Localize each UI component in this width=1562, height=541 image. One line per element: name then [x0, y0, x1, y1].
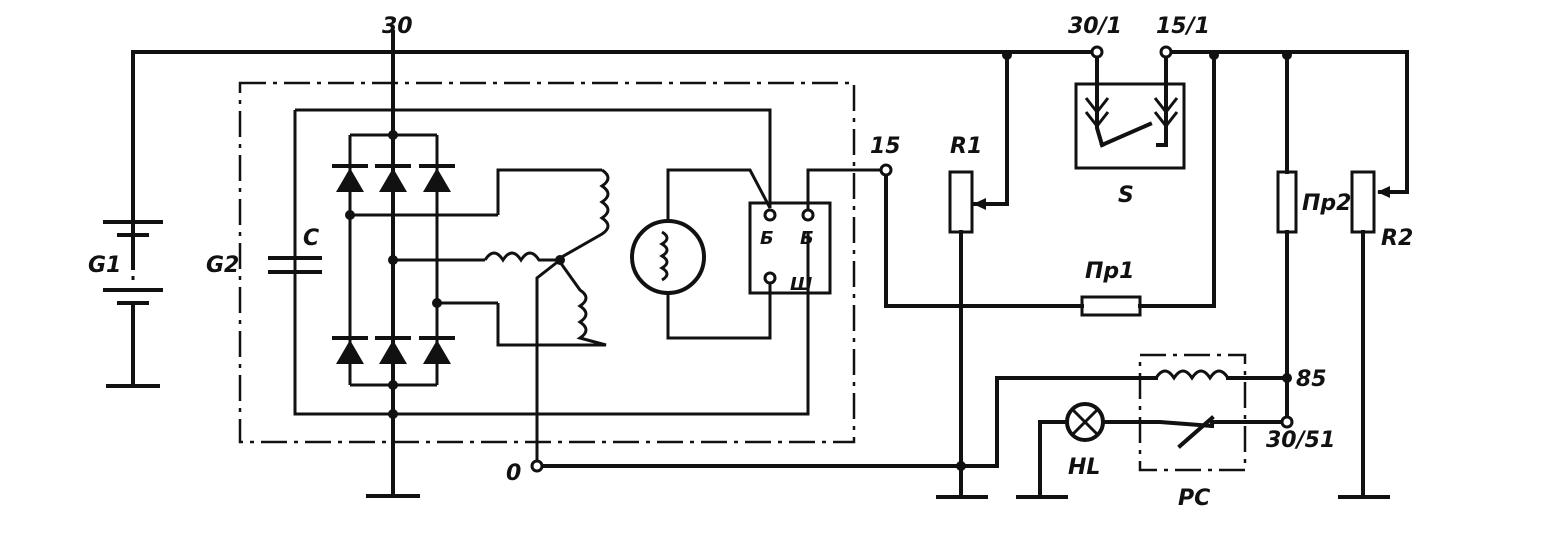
- lamp-hl-label: HL: [1068, 455, 1100, 480]
- lamp-hl: [1016, 402, 1132, 499]
- stator-windings: [483, 168, 610, 466]
- resistor-r2: [1338, 170, 1409, 499]
- diode-upper-3: [419, 164, 455, 192]
- switch-s-label: S: [1118, 183, 1134, 208]
- generator-g2-outline: [238, 81, 856, 444]
- terminal-15-1-label: 15/1: [1156, 14, 1210, 39]
- regulator-terminal-b1-label: Б: [760, 228, 774, 249]
- diode-lower-1: [332, 336, 368, 364]
- regulator-terminal-b2-label: Б: [800, 228, 814, 249]
- terminal-0-label: 0: [506, 461, 521, 486]
- resistor-r1-label: R1: [950, 134, 982, 159]
- rectifier-bridge: [293, 30, 810, 498]
- resistor-r1: [936, 50, 1012, 499]
- fuse-pr1: [1080, 295, 1142, 317]
- relay-pc-label: PC: [1178, 486, 1210, 511]
- capacitor-c-label: C: [303, 226, 319, 251]
- capacitor-c: [268, 110, 322, 414]
- voltage-regulator: Б Б Ш: [748, 168, 886, 295]
- terminal-30-1-label: 30/1: [1068, 14, 1122, 39]
- diode-upper-2: [375, 164, 411, 192]
- ignition-feed-line: [884, 50, 1219, 317]
- generator-g2-label: G2: [206, 253, 239, 278]
- relay-pc: [1128, 353, 1294, 472]
- regulator-terminal-sh-label: Ш: [790, 274, 812, 295]
- battery-g1: [103, 50, 163, 388]
- switch-s: [1074, 45, 1186, 170]
- terminal-0-return-line: [535, 376, 1158, 468]
- diode-upper-1: [332, 164, 368, 192]
- diode-lower-3: [419, 336, 455, 364]
- terminal-0-connector: [530, 459, 544, 473]
- fuse-pr2: [1276, 50, 1298, 380]
- fuse-pr1-label: Пр1: [1085, 259, 1134, 284]
- terminal-15-label: 15: [870, 134, 901, 159]
- terminal-30-51-label: 30/51: [1266, 428, 1335, 453]
- terminal-30-label: 30: [382, 14, 413, 39]
- rotor-excitation-winding: [630, 168, 772, 340]
- fuse-pr2-label: Пр2: [1302, 191, 1351, 216]
- terminal-15-connector: [879, 163, 893, 177]
- battery-g1-label: G1: [88, 253, 121, 278]
- terminal-85-label: 85: [1296, 367, 1327, 392]
- resistor-r2-label: R2: [1381, 226, 1413, 251]
- diode-lower-2: [375, 336, 411, 364]
